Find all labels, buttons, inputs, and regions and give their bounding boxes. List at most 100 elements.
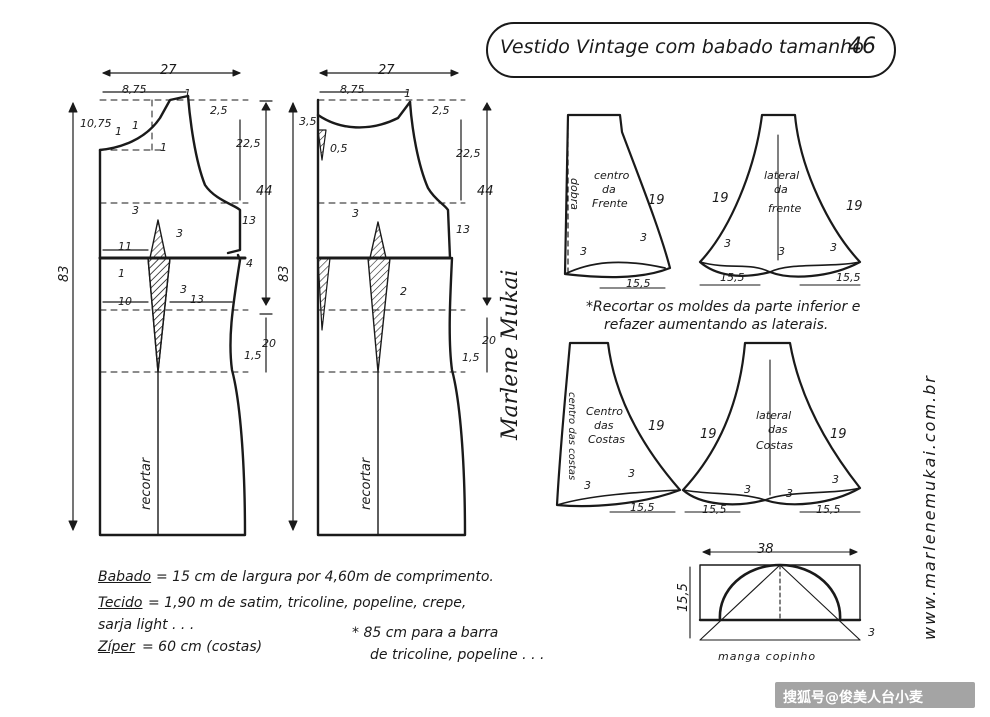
skirt-back-center	[555, 341, 682, 513]
sleeve-base-label: 3	[868, 626, 875, 639]
front-side-seg-label: 13	[242, 214, 256, 227]
skirt-back-center-flare-1: 3	[584, 479, 591, 492]
title-frame	[486, 22, 896, 78]
skirt-back-side-label-2: das	[768, 423, 788, 436]
front-dart-side-label: 3	[176, 227, 183, 240]
skirt-front-side	[698, 113, 862, 286]
front-bodice	[68, 69, 273, 537]
front-dart-height-label: 3	[132, 204, 139, 217]
back-neck-depth-label: 3,5	[299, 115, 317, 128]
babado-text: = 15 cm de largura por 4,60m de comprime…	[156, 569, 494, 585]
back-width-label: 27	[378, 63, 395, 78]
skirt-note-line-1: *Recortar os moldes da parte inferior e	[586, 299, 861, 315]
back-shoulder-gap-label: 2,5	[432, 104, 450, 117]
skirt-front-center-flare-1: 3	[580, 245, 587, 258]
skirt-front-side-hem-left: 15,5	[720, 271, 745, 284]
back-shoulder-drop-label: 1	[404, 87, 411, 100]
front-hip-seg-label: 13	[190, 293, 204, 306]
front-waist-gap-label: 4	[246, 257, 253, 270]
skirt-front-center-side: 19	[648, 193, 665, 208]
skirt-front-side-label-1: lateral	[764, 169, 800, 182]
front-neck-mark-2: 1	[132, 119, 139, 132]
back-recortar-label: recortar	[359, 457, 374, 510]
front-neck-depth-label: 10,75	[80, 117, 112, 130]
skirt-front-side-label-2: da	[774, 183, 788, 196]
back-neck-width-label: 8,75	[340, 83, 365, 96]
skirt-back-side-label-1: lateral	[756, 409, 792, 422]
front-full-length-label: 83	[57, 265, 72, 282]
sleeve-width-label: 38	[757, 542, 774, 557]
back-neck-side-label: 0,5	[330, 142, 348, 155]
skirt-front-center	[563, 113, 672, 289]
front-neck-mark-3: 1	[160, 141, 167, 154]
skirt-front-side-label-3: frente	[768, 202, 802, 215]
ziper-text: = 60 cm (costas)	[142, 639, 263, 655]
skirt-front-center-hem: 15,5	[626, 277, 651, 290]
sleeve-pattern	[689, 548, 862, 641]
ziper-label: Zíper	[98, 639, 135, 655]
front-hip-flare-label: 1,5	[244, 349, 262, 362]
skirt-front-side-side-left: 19	[712, 191, 729, 206]
tecido-text: = 1,90 m de satim, tricoline, popeline, …	[148, 595, 467, 611]
designer-signature: Marlene Mukai	[498, 269, 523, 440]
back-armhole-depth-label: 22,5	[456, 147, 481, 160]
front-neck-mark-1: 1	[115, 125, 122, 138]
skirt-back-center-hem: 15,5	[630, 501, 655, 514]
skirt-back-side-flare-1: 3	[744, 483, 751, 496]
skirt-front-side-flare-1: 3	[724, 237, 731, 250]
front-neck-width-label: 8,75	[122, 83, 147, 96]
skirt-front-side-flare-3: 3	[830, 241, 837, 254]
skirt-back-side-side-right: 19	[830, 427, 847, 442]
back-bodice	[288, 69, 492, 537]
back-dart-height-label: 3	[352, 207, 359, 220]
asterisk-note-2: de tricoline, popeline . . .	[370, 647, 545, 663]
babado-label: Babado	[98, 569, 152, 585]
front-shoulder-gap-label: 2,5	[210, 104, 228, 117]
skirt-front-center-label-3: Frente	[592, 197, 628, 210]
back-full-length-label: 83	[277, 265, 292, 282]
skirt-back-side-label-3: Costas	[756, 439, 793, 452]
front-recortar-label: recortar	[139, 457, 154, 510]
skirt-back-center-label-2: das	[594, 419, 614, 432]
front-width-label: 27	[160, 63, 177, 78]
watermark-text: 搜狐号@俊美人台小麦	[783, 690, 923, 706]
skirt-front-center-flare-2: 3	[640, 231, 647, 244]
front-hip-drop-label: 20	[262, 337, 276, 350]
watermark-bar: 搜狐号@俊美人台小麦	[775, 682, 975, 708]
front-dart-offset-label: 11	[118, 240, 132, 253]
website-label: www.marlenemukai.com.br	[920, 374, 939, 640]
skirt-back-side	[681, 341, 862, 513]
sleeve-height-label: 15,5	[676, 583, 691, 612]
skirt-front-side-flare-2: 3	[778, 245, 785, 258]
back-hip-drop-label: 20	[482, 334, 496, 347]
page-title: Vestido Vintage com babado tamanho	[500, 36, 864, 58]
skirt-back-side-flare-2: 3	[786, 487, 793, 500]
front-hip-offset-label: 10	[118, 295, 132, 308]
skirt-back-side-flare-3: 3	[832, 473, 839, 486]
front-side-upper-label: 44	[256, 184, 273, 199]
skirt-front-side-hem-right: 15,5	[836, 271, 861, 284]
skirt-back-center-side-label: centro das costas	[566, 392, 577, 481]
skirt-front-center-label-1: centro	[594, 169, 630, 182]
skirt-front-center-fold: dobra	[568, 178, 581, 210]
back-side-seg-label: 13	[456, 223, 470, 236]
skirt-back-center-flare-2: 3	[628, 467, 635, 480]
skirt-front-side-side-right: 19	[846, 199, 863, 214]
back-side-upper-label: 44	[477, 184, 494, 199]
front-shoulder-drop-label: 1	[184, 87, 191, 100]
skirt-note-line-2: refazer aumentando as laterais.	[604, 317, 829, 333]
front-armhole-depth-label: 22,5	[236, 137, 261, 150]
skirt-back-side-hem-left: 15,5	[702, 503, 727, 516]
front-dart-point-label: 1	[118, 267, 125, 280]
skirt-back-center-side: 19	[648, 419, 665, 434]
size-number: 46	[848, 34, 876, 59]
front-hip-dart-label: 3	[180, 283, 187, 296]
skirt-back-side-hem-right: 15,5	[816, 503, 841, 516]
back-hip-flare-label: 1,5	[462, 351, 480, 364]
sleeve-name-label: manga copinho	[718, 650, 817, 663]
tecido-label: Tecido	[98, 595, 143, 611]
skirt-back-center-label-1: Centro	[586, 405, 623, 418]
tecido-text-2: sarja light . . .	[98, 617, 195, 633]
